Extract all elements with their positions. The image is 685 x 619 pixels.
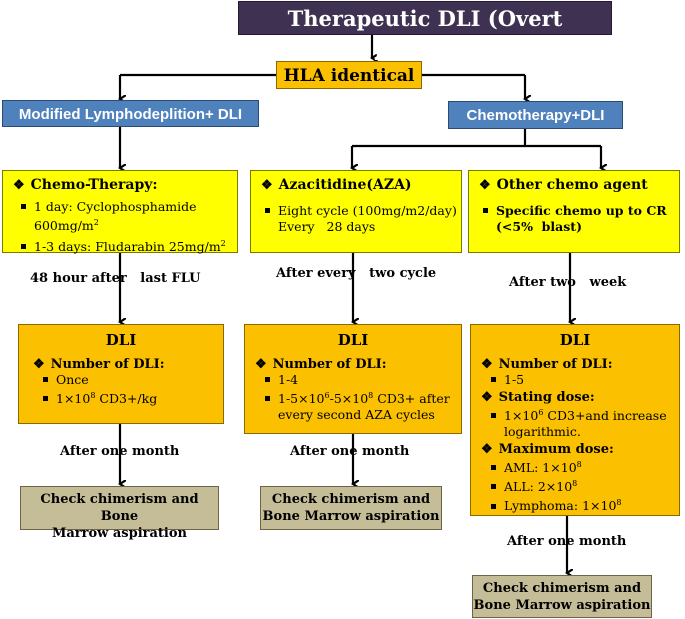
- chemo-therapy-box: ❖Chemo-Therapy: 1 day: Cyclophosphamide …: [2, 170, 238, 255]
- list-item: 1-3 days: Fludarabin 25mg/m2: [13, 236, 237, 255]
- square-bullet-icon: [491, 377, 496, 382]
- list-item: 1-5×106-5×108 CD3+ after: [255, 388, 461, 407]
- branch-chemotherapy-dli: Chemotherapy+DLI: [448, 101, 623, 129]
- diamond-bullet-icon: ❖: [33, 357, 45, 372]
- after-month-label-middle: After one month: [290, 444, 410, 459]
- interval-label-middle: After every two cycle: [276, 266, 437, 281]
- interval-label-left: 48 hour after last FLU: [30, 271, 201, 286]
- list-item: Specific chemo up to CR: [479, 203, 679, 219]
- list-item-continued: every second AZA cycles: [278, 407, 435, 423]
- hla-identical-box: HLA identical: [276, 61, 422, 89]
- dli-title: DLI: [105, 331, 137, 349]
- diamond-bullet-icon: ❖: [481, 390, 493, 405]
- diamond-bullet-icon: ❖: [479, 178, 491, 193]
- square-bullet-icon: [491, 503, 496, 509]
- after-month-label-right: After one month: [507, 534, 627, 549]
- square-bullet-icon: [265, 208, 270, 213]
- list-item: 1-5: [481, 372, 679, 388]
- diamond-bullet-icon: ❖: [261, 178, 273, 193]
- square-bullet-icon: [43, 377, 48, 382]
- other-chemo-header: ❖Other chemo agent: [479, 177, 648, 193]
- diamond-bullet-icon: ❖: [481, 442, 493, 458]
- square-bullet-icon: [43, 396, 48, 402]
- list-item: 1×108 CD3+/kg: [33, 388, 223, 407]
- square-bullet-icon: [483, 208, 488, 213]
- list-item-continued: (<5% blast): [496, 219, 582, 234]
- square-bullet-icon: [21, 244, 26, 250]
- list-item: Eight cycle (100mg/m2/day): [261, 203, 461, 219]
- square-bullet-icon: [491, 413, 496, 419]
- diamond-bullet-icon: ❖: [13, 178, 25, 193]
- list-item: AML: 1×108: [481, 457, 679, 476]
- dli-box-left: DLI ❖Number of DLI: Once 1×108 CD3+/kg: [18, 324, 224, 424]
- list-item: 1×106 CD3+and increase: [481, 405, 679, 424]
- list-item: Lymphoma: 1×108: [481, 495, 679, 514]
- square-bullet-icon: [265, 396, 270, 402]
- other-chemo-box: ❖Other chemo agent Specific chemo up to …: [468, 170, 680, 253]
- diamond-bullet-icon: ❖: [255, 357, 267, 372]
- after-month-label-left: After one month: [60, 444, 180, 459]
- list-item: ALL: 2×108: [481, 476, 679, 495]
- list-item: Once: [33, 372, 223, 388]
- diamond-bullet-icon: ❖: [481, 357, 493, 372]
- interval-label-right: After two week: [509, 275, 627, 290]
- list-item-continued: 600mg/m2: [34, 218, 99, 234]
- square-bullet-icon: [265, 377, 270, 382]
- dli-box-right: DLI ❖Number of DLI: 1-5 ❖Stating dose: 1…: [470, 324, 680, 516]
- list-item-continued: logarithmic.: [504, 424, 581, 440]
- dli-start-dose-label: ❖Stating dose:: [481, 390, 595, 405]
- branch-modified-lymphodeplition: Modified Lymphodeplition+ DLI: [2, 100, 259, 127]
- list-item-continued: Every 28 days: [278, 219, 376, 234]
- list-item: 1 day: Cyclophosphamide: [13, 199, 237, 215]
- dli-title: DLI: [337, 331, 369, 349]
- azacitidine-box: ❖Azacitidine(AZA) Eight cycle (100mg/m2/…: [250, 170, 462, 253]
- dli-box-middle: DLI ❖Number of DLI: 1-4 1-5×106-5×108 CD…: [244, 324, 462, 434]
- square-bullet-icon: [491, 465, 496, 471]
- dli-number-label: ❖Number of DLI:: [481, 357, 613, 372]
- chemo-therapy-header: ❖Chemo-Therapy:: [13, 177, 158, 193]
- azacitidine-header: ❖Azacitidine(AZA): [261, 177, 412, 193]
- dli-number-label: ❖Number of DLI:: [255, 357, 387, 372]
- dli-number-label: ❖Number of DLI:: [33, 357, 165, 372]
- dli-max-dose-label: ❖Maximum dose:: [481, 442, 614, 458]
- square-bullet-icon: [491, 484, 496, 490]
- dli-title: DLI: [559, 331, 591, 349]
- square-bullet-icon: [21, 204, 26, 209]
- title-box: Therapeutic DLI (Overt Relapse): [238, 1, 612, 65]
- list-item: 1-4: [255, 372, 461, 388]
